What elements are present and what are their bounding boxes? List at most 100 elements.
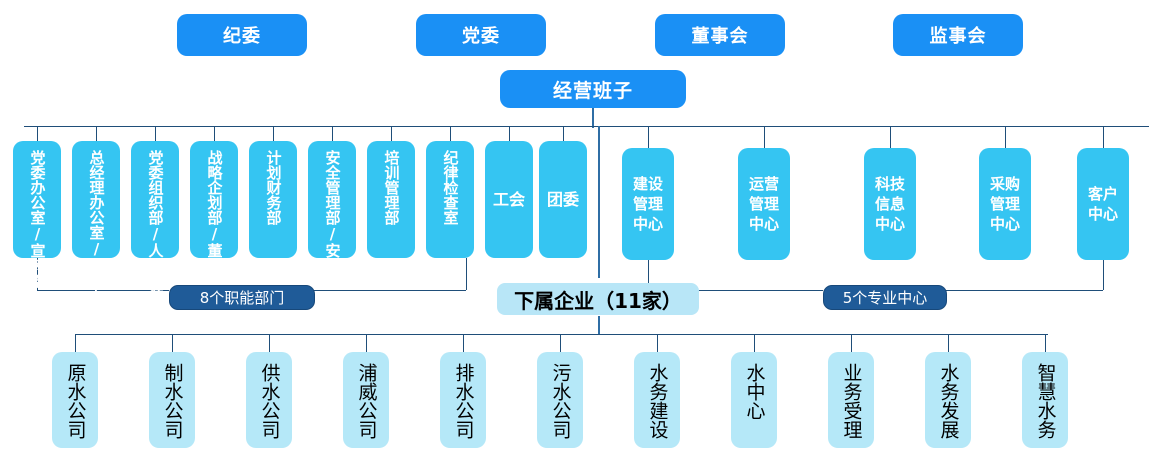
subsidiary-label: 水中心 — [743, 363, 766, 420]
connector-drop-sub-6 — [560, 334, 561, 352]
department-box-hr[interactable]: 党委组织部/人力资源部 — [131, 141, 179, 318]
subsidiary-label: 制水公司 — [161, 363, 184, 439]
subsidiary-label: 供水公司 — [258, 363, 281, 439]
connector-ctr-left — [648, 260, 649, 290]
connector-drop-dept-6 — [332, 126, 333, 142]
department-box-party-office[interactable]: 党委办公室/宣传部 — [13, 141, 61, 288]
center-label-line1: 运营 — [748, 174, 779, 193]
connector-func-right — [466, 258, 467, 290]
management-team-box[interactable]: 经营班子 — [500, 70, 686, 108]
center-box-technology[interactable]: 科技 信息 中心 — [864, 148, 916, 260]
department-label: 计划财务部 — [264, 150, 283, 225]
subsidiary-box-shuiwu-fazhan[interactable]: 水务发展 — [925, 352, 971, 448]
connector-drop-sub-8 — [754, 334, 755, 352]
subsidiary-label: 水务发展 — [937, 363, 960, 439]
department-box-training[interactable]: 培训管理部 — [367, 141, 415, 258]
subsidiary-box-wushui[interactable]: 污水公司 — [537, 352, 583, 448]
connector-drop-youth — [563, 126, 564, 142]
connector-drop-sub-3 — [269, 334, 270, 352]
connector-drop-dept-7 — [391, 126, 392, 142]
center-label-line1: 科技 — [874, 174, 905, 193]
department-box-finance[interactable]: 计划财务部 — [249, 141, 297, 258]
center-label-line3: 中心 — [989, 215, 1020, 234]
connector-func-bus-left — [37, 290, 169, 291]
group-label-subsidiaries: 下属企业（11家） — [497, 283, 699, 315]
connector-drop-sub-7 — [657, 334, 658, 352]
governance-box-dongshihui[interactable]: 董事会 — [655, 14, 785, 56]
governance-box-jianshihui[interactable]: 监事会 — [893, 14, 1023, 56]
connector-drop-dept-4 — [214, 126, 215, 142]
department-box-safety[interactable]: 安全管理部/安委办 — [308, 141, 356, 288]
connector-drop-center-2 — [764, 126, 765, 148]
subsidiary-box-zhihui-shuiwu[interactable]: 智慧水务 — [1022, 352, 1068, 448]
center-label-line2: 中心 — [1087, 205, 1118, 223]
connector-drop-center-4 — [1005, 126, 1006, 148]
connector-drop-dept-2 — [96, 126, 97, 142]
department-box-discipline[interactable]: 纪律检查室 — [426, 141, 474, 258]
center-label-line3: 中心 — [632, 215, 663, 234]
department-box-gm-office[interactable]: 总经理办公室/信访办 — [72, 141, 120, 303]
connector-main-bus — [24, 126, 1149, 127]
connector-drop-dept-3 — [155, 126, 156, 142]
subsidiary-box-shuiwu-jianshe[interactable]: 水务建设 — [634, 352, 680, 448]
center-label-line3: 中心 — [748, 215, 779, 234]
connector-drop-union — [509, 126, 510, 142]
subsidiary-box-paishui[interactable]: 排水公司 — [440, 352, 486, 448]
mass-org-box-youth[interactable]: 团委 — [539, 141, 587, 258]
connector-drop-center-1 — [648, 126, 649, 148]
subsidiary-box-gongshui[interactable]: 供水公司 — [246, 352, 292, 448]
connector-drop-sub-10 — [948, 334, 949, 352]
mass-org-label: 工会 — [492, 189, 525, 209]
subsidiary-label: 原水公司 — [64, 363, 87, 439]
department-label: 安全管理部/安委办 — [323, 150, 342, 288]
connector-drop-sub-2 — [172, 334, 173, 352]
connector-drop-center-3 — [890, 126, 891, 148]
connector-ctr-right — [1103, 260, 1104, 290]
connector-sub-stem-bottom — [598, 316, 600, 334]
subsidiary-box-yuanshui[interactable]: 原水公司 — [52, 352, 98, 448]
mass-org-box-union[interactable]: 工会 — [485, 141, 533, 258]
connector-drop-sub-5 — [463, 334, 464, 352]
subsidiary-label: 水务建设 — [646, 363, 669, 439]
department-label: 纪律检查室 — [441, 150, 460, 225]
center-box-construction[interactable]: 建设 管理 中心 — [622, 148, 674, 260]
connector-func-left — [37, 258, 38, 290]
governance-box-jiwei[interactable]: 纪委 — [177, 14, 307, 56]
center-label-line2: 管理 — [748, 194, 779, 213]
group-label-functional: 8个职能部门 — [169, 285, 315, 310]
connector-drop-sub-4 — [366, 334, 367, 352]
center-box-procurement[interactable]: 采购 管理 中心 — [979, 148, 1031, 260]
center-box-customer[interactable]: 客户 中心 — [1077, 148, 1129, 260]
subsidiary-box-puwei[interactable]: 浦威公司 — [343, 352, 389, 448]
department-label: 党委组织部/人力资源部 — [146, 150, 165, 318]
center-label-line1: 客户 — [1087, 184, 1118, 203]
connector-ctr-bus-right — [946, 290, 1103, 291]
center-label-line1: 建设 — [632, 174, 663, 193]
connector-drop-sub-9 — [851, 334, 852, 352]
connector-drop-dept-5 — [273, 126, 274, 142]
subsidiary-box-shui-zhongxin[interactable]: 水中心 — [731, 352, 777, 448]
mass-org-label: 团委 — [546, 189, 579, 209]
subsidiary-label: 污水公司 — [549, 363, 572, 439]
connector-mgmt-stem — [592, 106, 594, 128]
connector-ctr-bus-left — [648, 290, 823, 291]
connector-drop-sub-11 — [1045, 334, 1046, 352]
department-label: 总经理办公室/信访办 — [87, 150, 106, 303]
subsidiary-box-yewu-shouli[interactable]: 业务受理 — [828, 352, 874, 448]
governance-box-dangwei[interactable]: 党委 — [416, 14, 546, 56]
connector-drop-dept-1 — [37, 126, 38, 142]
subsidiary-label: 浦威公司 — [355, 363, 378, 439]
subsidiary-label: 排水公司 — [452, 363, 475, 439]
connector-sub-stem-top — [598, 126, 600, 278]
connector-sub-bus — [75, 334, 1048, 335]
department-box-strategy[interactable]: 战略企划部/董事会办公室 — [190, 141, 238, 333]
group-label-centers: 5个专业中心 — [823, 285, 947, 310]
center-box-operations[interactable]: 运营 管理 中心 — [738, 148, 790, 260]
center-label-line2: 管理 — [632, 194, 663, 213]
subsidiary-box-zhishui[interactable]: 制水公司 — [149, 352, 195, 448]
center-label-line3: 中心 — [874, 215, 905, 234]
connector-drop-dept-8 — [450, 126, 451, 142]
subsidiary-label: 业务受理 — [840, 363, 863, 439]
department-label: 党委办公室/宣传部 — [28, 150, 47, 288]
